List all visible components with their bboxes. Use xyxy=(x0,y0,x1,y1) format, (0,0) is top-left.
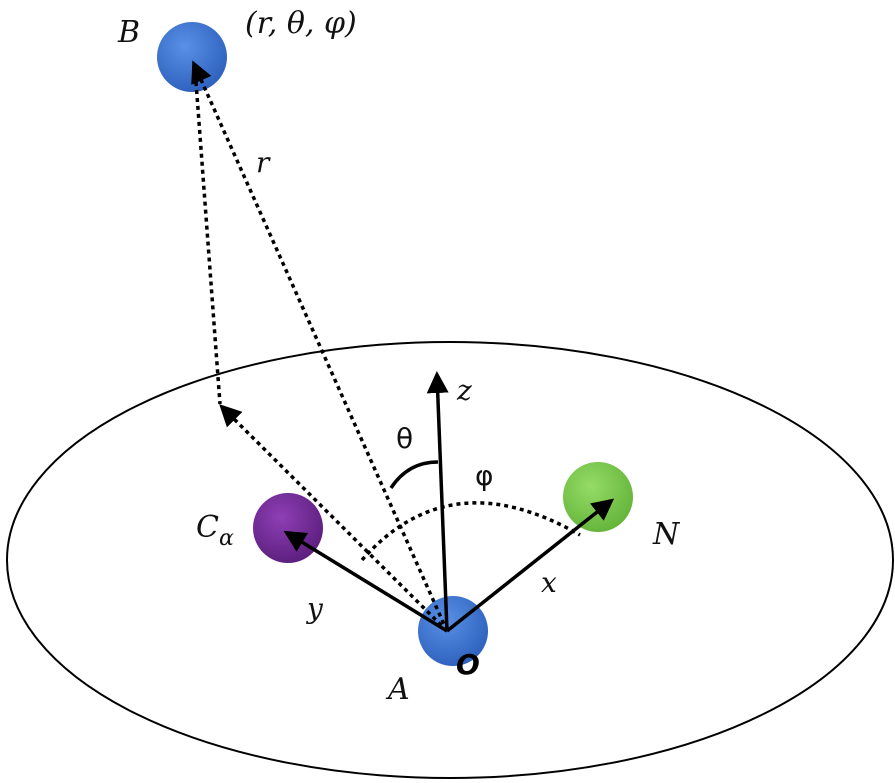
label-c-main: C xyxy=(196,510,219,545)
z-axis xyxy=(426,371,449,632)
label-origin-o: O xyxy=(456,648,480,681)
x-axis xyxy=(445,498,615,633)
label-n: N xyxy=(652,517,681,552)
label-theta: θ xyxy=(396,422,413,455)
atom-calpha xyxy=(253,493,323,563)
label-c-subscript: α xyxy=(219,526,234,551)
label-b: B xyxy=(117,15,140,50)
label-x: x xyxy=(541,566,557,599)
y-axis xyxy=(283,530,448,633)
projection-vector xyxy=(219,404,449,633)
atom-n xyxy=(563,462,633,532)
theta-angle-arc xyxy=(389,460,439,489)
label-r: r xyxy=(256,146,271,179)
label-z: z xyxy=(456,374,472,407)
label-y: y xyxy=(305,592,324,625)
phi-angle-arc xyxy=(360,501,581,562)
label-a: A xyxy=(385,672,410,707)
label-phi: φ xyxy=(475,459,493,492)
atom-b xyxy=(157,22,227,92)
label-coordinates: (r, θ, φ) xyxy=(245,6,357,41)
plane-ellipse xyxy=(6,341,894,779)
vertical-drop-line xyxy=(194,81,222,405)
label-c-alpha: Cα xyxy=(196,510,234,551)
